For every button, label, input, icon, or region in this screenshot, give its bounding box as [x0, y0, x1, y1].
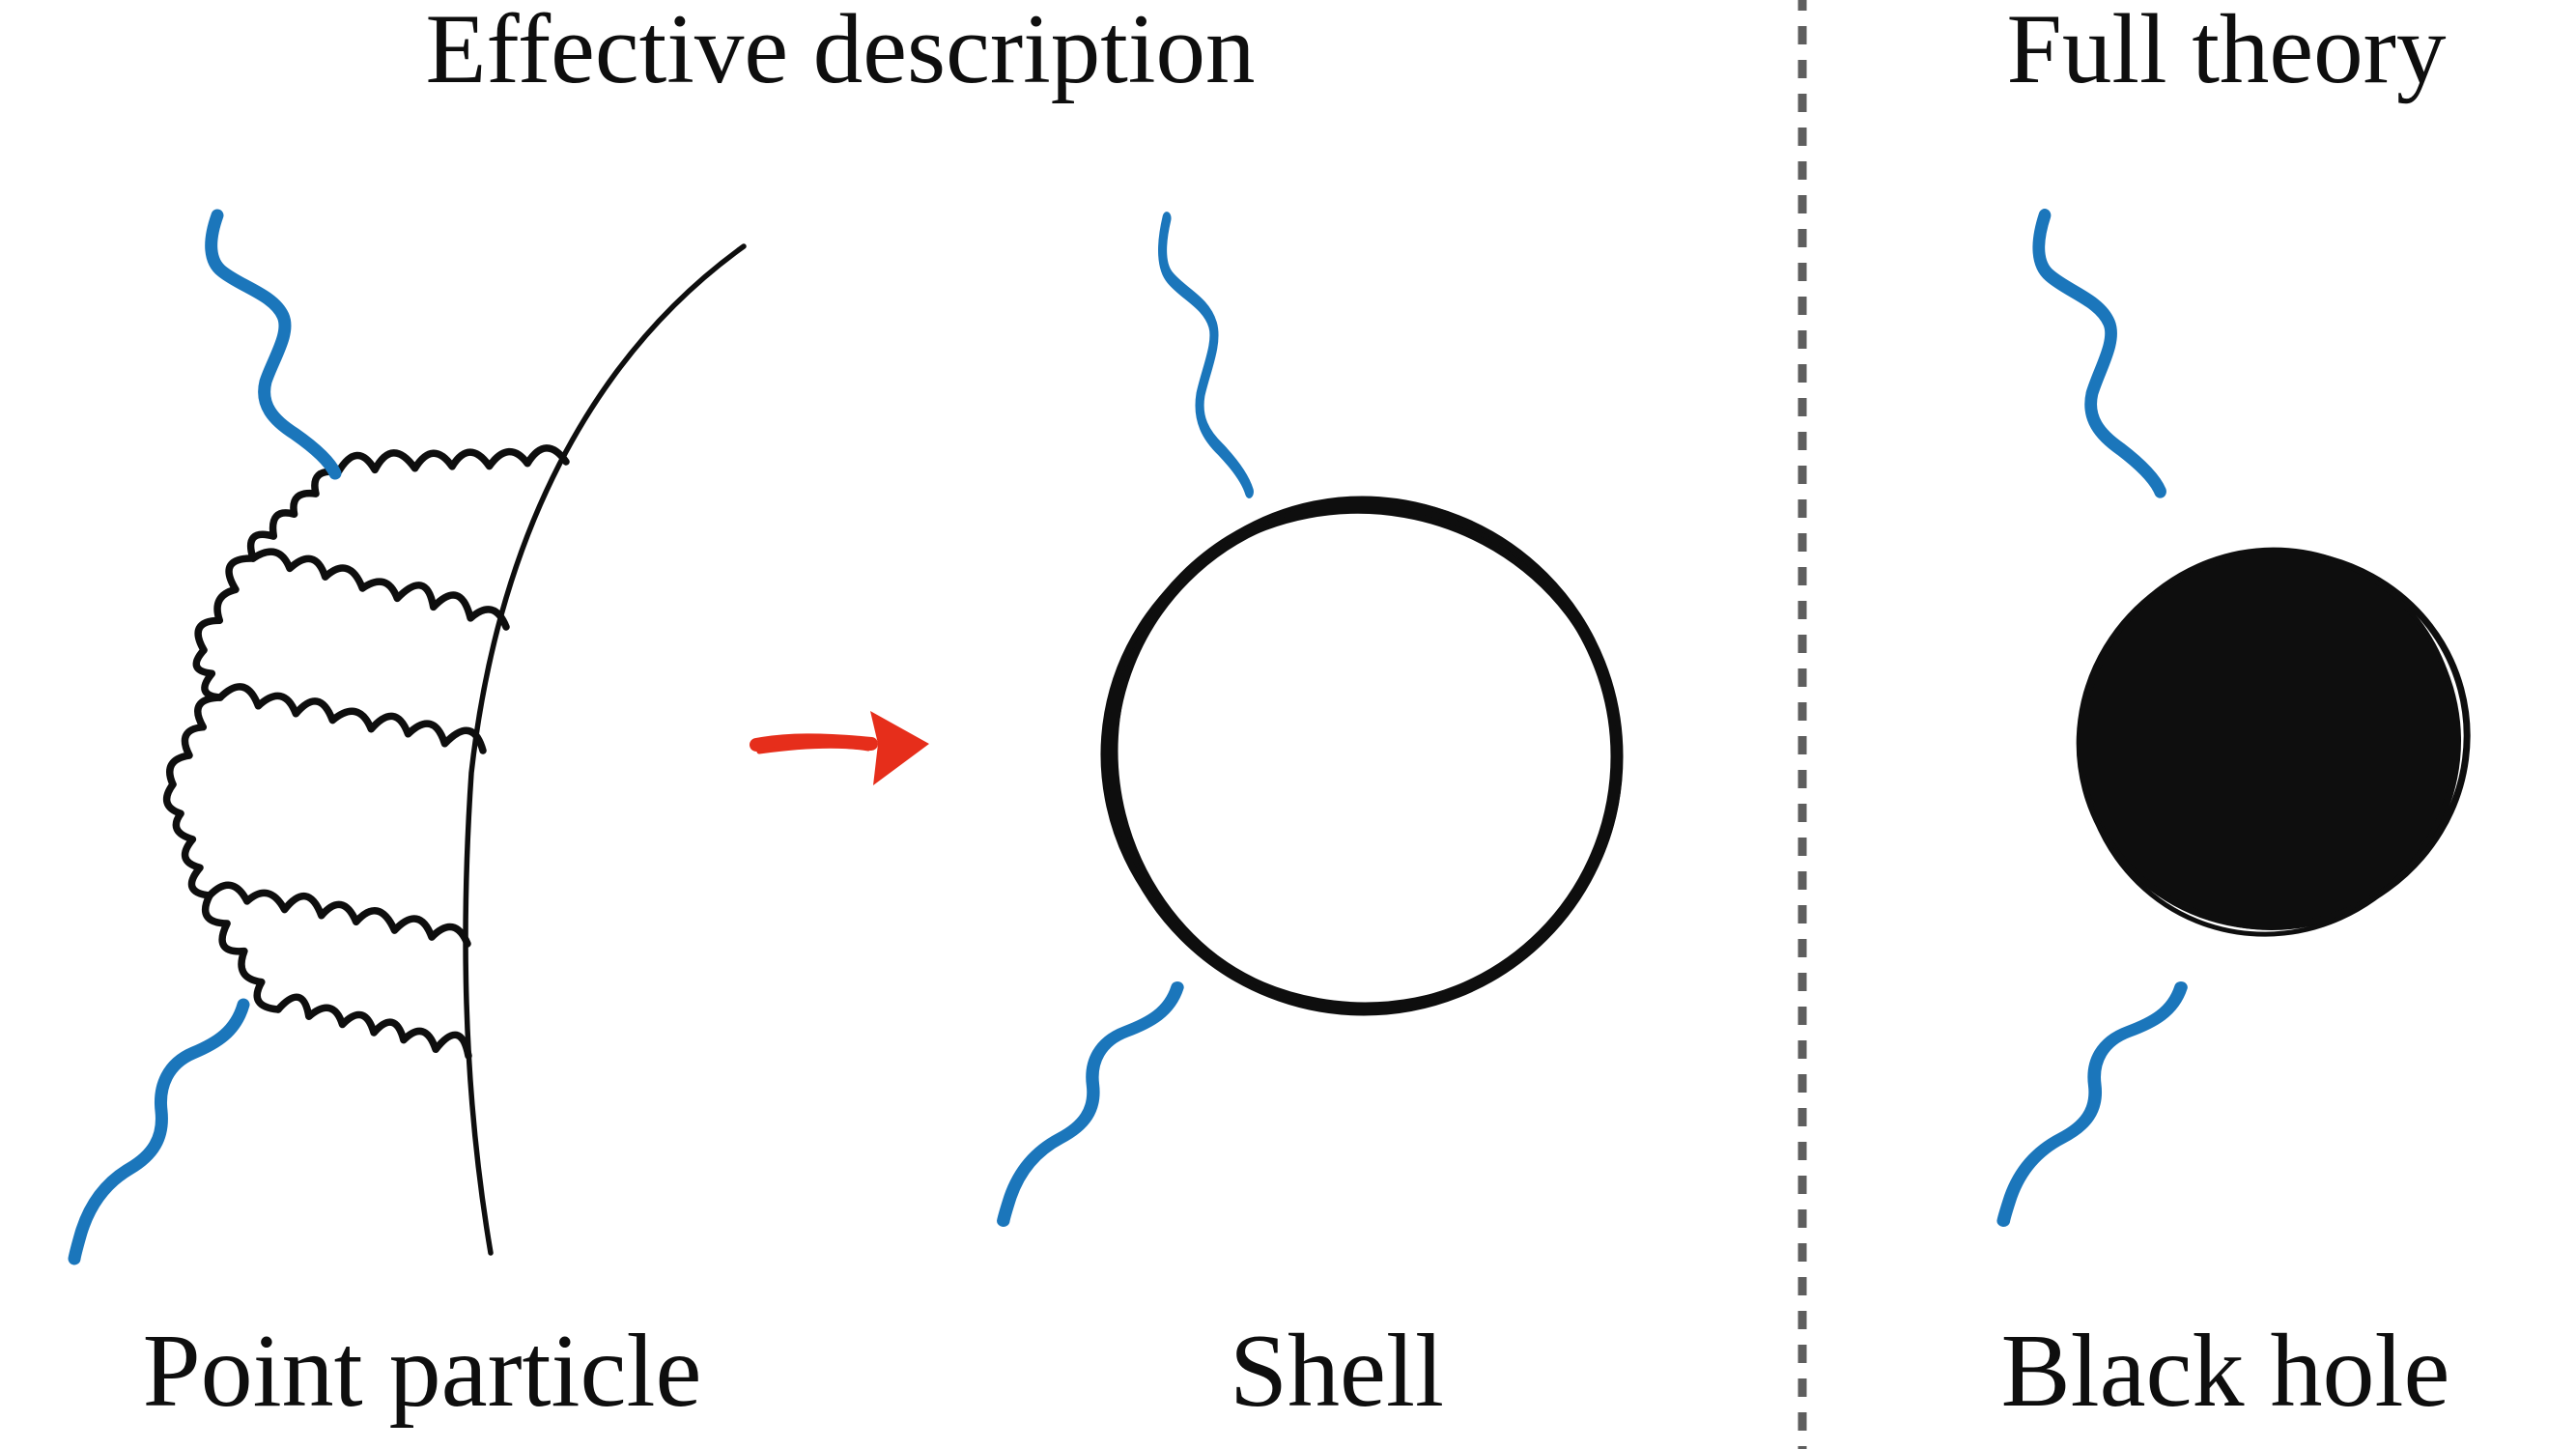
shell-label: Shell	[1229, 1314, 1445, 1429]
arrow-shaft-overdraw	[756, 743, 871, 754]
photon-squiggle-icon	[74, 1005, 243, 1259]
arrow-head	[870, 711, 929, 785]
photon-squiggle-icon	[2039, 215, 2161, 492]
left-panel-title: Effective description	[425, 0, 1256, 104]
photon-squiggle-icon	[1163, 218, 1250, 492]
graviton-wavy-line	[166, 694, 224, 788]
graviton-wavy-line	[192, 646, 224, 701]
black-hole-fill	[2082, 552, 2461, 930]
graviton-exchange-lines	[162, 444, 570, 1060]
black-hole-disk	[2076, 547, 2471, 937]
graviton-wavy-line	[206, 881, 471, 948]
black-hole-label: Black hole	[2000, 1314, 2450, 1429]
photon-squiggles	[74, 215, 2181, 1259]
graviton-wavy-line	[274, 993, 472, 1060]
black-hole-sketch-edge	[2079, 547, 2459, 937]
shell-circle	[1100, 496, 1624, 1016]
graviton-wavy-line	[246, 468, 342, 562]
photon-squiggle-icon	[1004, 987, 1177, 1221]
graviton-wavy-line	[249, 548, 510, 631]
shell-circle-sketch-pass	[1113, 496, 1618, 1012]
graviton-wavy-line	[202, 892, 282, 1013]
point-particle-label: Point particle	[142, 1314, 702, 1429]
arrow-shaft	[750, 733, 878, 752]
transition-arrow	[750, 711, 929, 785]
graviton-wavy-line	[334, 444, 570, 476]
right-panel-title: Full theory	[2006, 0, 2447, 104]
worldline-arc	[463, 243, 747, 1256]
photon-squiggle-icon	[2003, 987, 2181, 1221]
shell-circle-sketch-pass	[1100, 506, 1623, 1009]
graviton-wavy-line	[162, 781, 213, 899]
photon-squiggle-icon	[212, 215, 335, 473]
graviton-wavy-line	[216, 683, 487, 754]
graviton-wavy-line	[194, 554, 257, 654]
